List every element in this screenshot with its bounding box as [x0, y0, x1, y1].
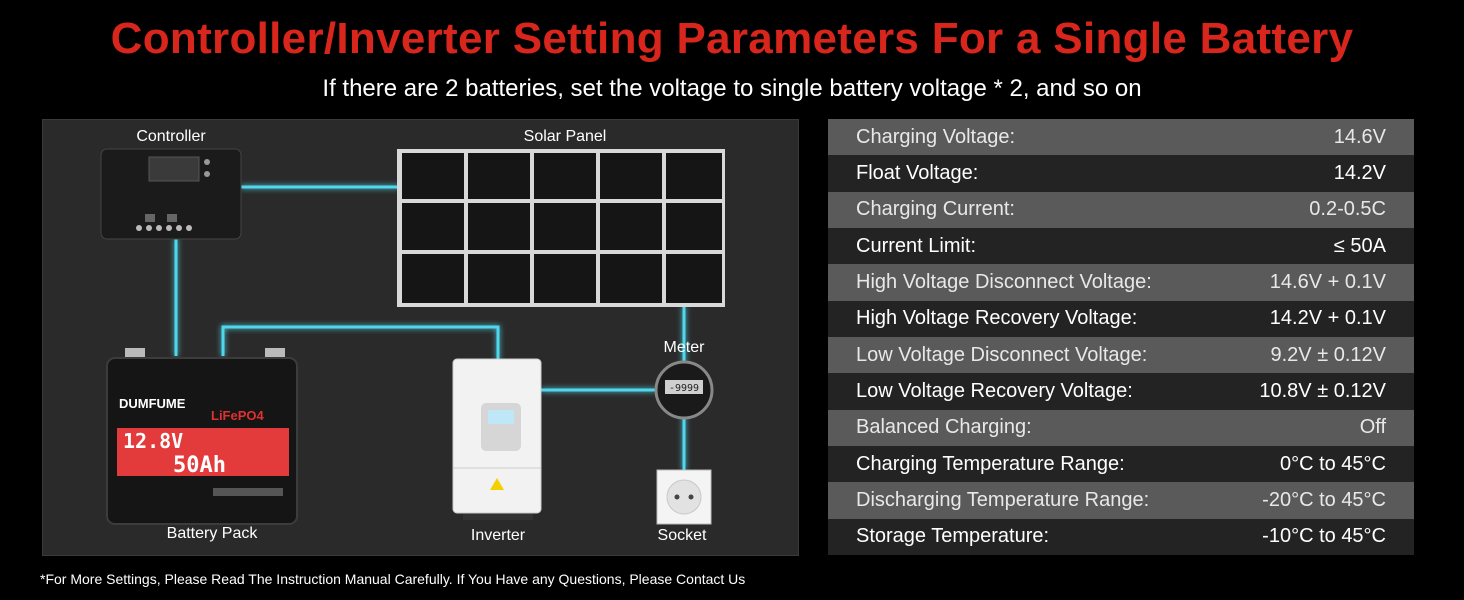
param-row-balanced-charging: Balanced Charging: Off [828, 409, 1414, 446]
param-row-charging-temperature: Charging Temperature Range: 0°C to 45°C [828, 445, 1414, 483]
param-value: 14.6V [1333, 125, 1386, 148]
wiring-diagram: DUMFUME LiFePO4 12.8V 50Ah -9999 [42, 119, 799, 556]
param-label: High Voltage Disconnect Voltage: [856, 270, 1152, 293]
param-value: 14.6V + 0.1V [1269, 270, 1386, 293]
battery-capacity: 50Ah [173, 453, 226, 478]
inverter-device [452, 358, 542, 520]
solar-panel [397, 149, 725, 307]
battery-device: DUMFUME LiFePO4 12.8V 50Ah [106, 348, 298, 525]
param-value: Off [1359, 416, 1386, 439]
param-value: 0.2-0.5C [1309, 198, 1386, 221]
footnote: *For More Settings, Please Read The Inst… [40, 571, 746, 587]
param-label: Charging Current: [856, 198, 1015, 221]
param-value: 10.8V ± 0.12V [1259, 379, 1386, 402]
param-row-low-voltage-recovery: Low Voltage Recovery Voltage: 10.8V ± 0.1… [828, 373, 1414, 410]
label-solar-panel: Solar Panel [523, 128, 607, 145]
meter-device: -9999 [654, 360, 714, 420]
page-subtitle: If there are 2 batteries, set the voltag… [322, 75, 1142, 102]
wire-battery-inverter [221, 325, 500, 360]
param-value: 14.2V + 0.1V [1269, 307, 1386, 330]
battery-voltage: 12.8V [123, 429, 183, 453]
param-row-charging-voltage: Charging Voltage: 14.6V [828, 119, 1414, 156]
label-meter: Meter [663, 339, 705, 356]
param-row-charging-current: Charging Current: 0.2-0.5C [828, 191, 1414, 228]
meter-display: -9999 [669, 383, 699, 394]
battery-brand: DUMFUME [119, 396, 186, 411]
label-controller: Controller [136, 128, 206, 145]
param-label: Float Voltage: [856, 161, 979, 184]
param-value: 14.2V [1333, 161, 1386, 184]
param-row-high-voltage-recovery: High Voltage Recovery Voltage: 14.2V + 0.… [828, 300, 1414, 337]
param-value: 9.2V ± 0.12V [1270, 343, 1387, 366]
battery-chemistry: LiFePO4 [211, 408, 265, 423]
label-inverter: Inverter [470, 527, 526, 544]
param-label: Low Voltage Disconnect Voltage: [856, 343, 1148, 366]
param-label: Charging Temperature Range: [856, 452, 1125, 475]
param-value: -10°C to 45°C [1262, 525, 1386, 548]
param-value: -20°C to 45°C [1262, 488, 1386, 511]
parameters-table: Charging Voltage: 14.6V Float Voltage: 14.… [828, 119, 1414, 555]
param-row-high-voltage-disconnect: High Voltage Disconnect Voltage: 14.6V + … [828, 264, 1414, 301]
param-label: Low Voltage Recovery Voltage: [856, 379, 1133, 402]
label-socket: Socket [657, 527, 707, 544]
wires [174, 185, 686, 470]
socket-device [656, 469, 712, 525]
param-label: High Voltage Recovery Voltage: [856, 307, 1138, 330]
param-row-low-voltage-disconnect: Low Voltage Disconnect Voltage: 9.2V ± 0.… [828, 336, 1414, 374]
param-value: 0°C to 45°C [1279, 452, 1386, 475]
controller-device [100, 148, 242, 240]
page-title: Controller/Inverter Setting Parameters F… [110, 14, 1354, 63]
param-row-storage-temperature: Storage Temperature: -10°C to 45°C [828, 518, 1414, 555]
param-row-float-voltage: Float Voltage: 14.2V [828, 155, 1414, 192]
param-value: ≤ 50A [1333, 234, 1386, 257]
label-battery-pack: Battery Pack [166, 525, 258, 542]
param-label: Charging Voltage: [856, 125, 1016, 148]
param-label: Current Limit: [856, 234, 977, 257]
param-label: Discharging Temperature Range: [856, 488, 1150, 511]
param-row-current-limit: Current Limit: ≤ 50A [828, 227, 1414, 265]
param-label: Balanced Charging: [856, 416, 1032, 439]
param-label: Storage Temperature: [856, 525, 1050, 548]
param-row-discharging-temperature: Discharging Temperature Range: -20°C to 4… [828, 482, 1414, 519]
